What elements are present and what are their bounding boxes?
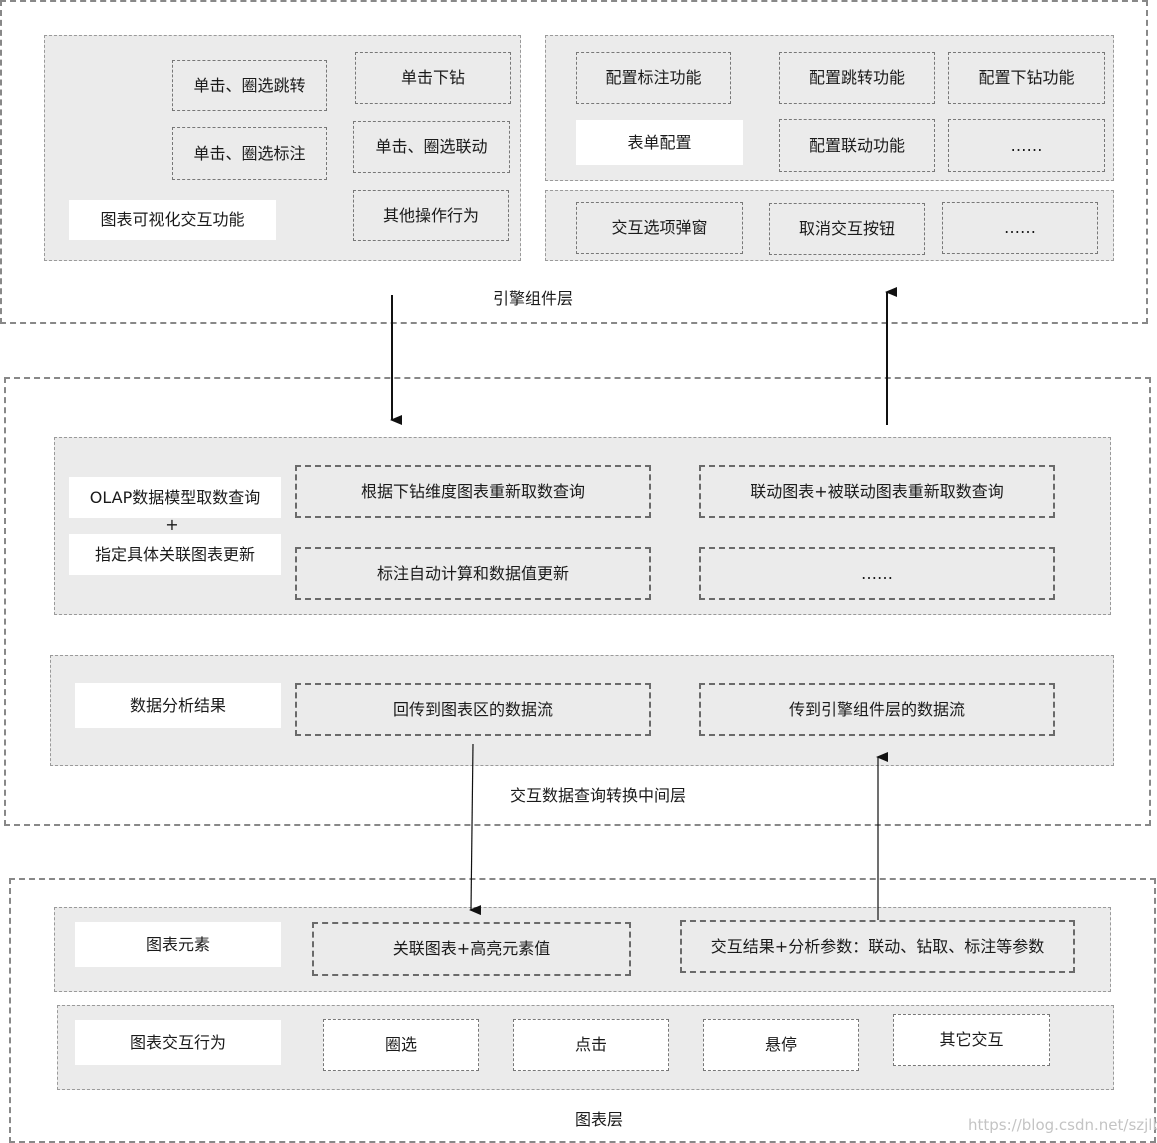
interaction-more-box: …… [942,202,1098,254]
form-config-label: 表单配置 [576,120,743,165]
query-more-box: …… [699,547,1055,600]
to-engine-flow-box: 传到引擎组件层的数据流 [699,683,1055,736]
drilldown-requery-box: 根据下钻维度图表重新取数查询 [295,465,651,518]
click-drilldown-box: 单击下钻 [355,52,511,104]
lasso-select-box: 圈选 [323,1019,479,1071]
click-select-link-box: 单击、圈选联动 [353,121,510,173]
click-select-annotate-box: 单击、圈选标注 [172,127,327,180]
interaction-popup-box: 交互选项弹窗 [576,202,743,254]
engine-layer [0,0,1148,324]
chart-layer [9,878,1156,1143]
config-annotate-box: 配置标注功能 [576,52,731,104]
linked-highlight-box: 关联图表+高亮元素值 [312,922,631,976]
click-select-jump-box: 单击、圈选跳转 [172,60,327,111]
olap-query-label: OLAP数据模型取数查询 [69,477,281,518]
linked-chart-update-label: 指定具体关联图表更新 [69,534,281,575]
other-operations-box: 其他操作行为 [353,190,509,241]
chart-layer-label: 图表层 [574,1110,624,1129]
click-box: 点击 [513,1019,669,1071]
visual-interaction-main-label: 图表可视化交互功能 [69,200,276,240]
cancel-interaction-button-box: 取消交互按钮 [769,203,925,255]
watermark: https://blog.csdn.net/szjlb [968,1116,1157,1134]
engine-layer-label: 引擎组件层 [492,289,574,308]
config-drilldown-box: 配置下钻功能 [948,52,1105,104]
plus-sign: + [165,515,179,535]
config-link-box: 配置联动功能 [779,119,935,172]
middle-layer-label: 交互数据查询转换中间层 [509,786,687,805]
analysis-result-label: 数据分析结果 [75,683,281,728]
chart-behavior-label: 图表交互行为 [75,1020,281,1065]
linked-charts-requery-box: 联动图表+被联动图表重新取数查询 [699,465,1055,518]
interaction-options-panel [545,190,1114,261]
hover-box: 悬停 [703,1019,859,1071]
return-to-chart-flow-box: 回传到图表区的数据流 [295,683,651,736]
chart-elements-label: 图表元素 [75,922,281,967]
config-more-box: …… [948,119,1105,172]
interaction-result-params-box: 交互结果+分析参数：联动、钻取、标注等参数 [680,920,1075,973]
config-jump-box: 配置跳转功能 [779,52,935,104]
middle-to-chart-arrow [469,743,482,916]
middle-layer [4,377,1151,826]
other-interaction-box: 其它交互 [893,1014,1050,1066]
annotation-recalc-box: 标注自动计算和数据值更新 [295,547,651,600]
